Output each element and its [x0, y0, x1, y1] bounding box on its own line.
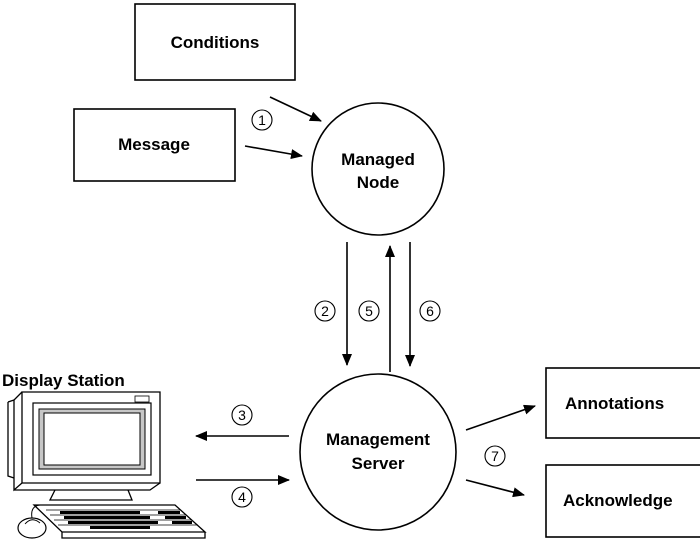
arrow-message-to-node [244, 145, 303, 160]
step-badge-7: 7 [484, 445, 506, 467]
management-server-label-line1: Management [326, 430, 430, 449]
svg-text:1: 1 [258, 112, 266, 128]
svg-text:7: 7 [491, 448, 499, 464]
acknowledge-label: Acknowledge [563, 491, 673, 510]
computer-workstation-icon [7, 391, 207, 539]
step-badge-4: 4 [231, 486, 253, 508]
arrow-conditions-to-node [269, 96, 322, 122]
svg-text:6: 6 [426, 303, 434, 319]
management-server-label-line2: Server [352, 454, 405, 473]
annotations-box: Annotations [545, 367, 700, 439]
display-station-label: Display Station [2, 371, 125, 390]
svg-text:2: 2 [321, 303, 329, 319]
managed-node-label-line2: Node [357, 173, 400, 192]
step-badge-6: 6 [419, 300, 441, 322]
step-badge-5: 5 [358, 300, 380, 322]
step-badge-2: 2 [314, 300, 336, 322]
message-box: Message [73, 108, 236, 182]
annotations-label: Annotations [565, 394, 664, 413]
svg-text:5: 5 [365, 303, 373, 319]
step-badge-1: 1 [251, 109, 273, 131]
step-badge-3: 3 [231, 404, 253, 426]
conditions-box: Conditions [134, 3, 296, 81]
arrow-server-to-annotations [465, 404, 536, 431]
acknowledge-box: Acknowledge [545, 464, 700, 538]
svg-text:4: 4 [238, 489, 246, 505]
svg-text:3: 3 [238, 407, 246, 423]
arrow-server-to-acknowledge [465, 479, 525, 498]
conditions-label: Conditions [171, 33, 260, 52]
message-label: Message [118, 135, 190, 154]
managed-node: Managed Node [311, 102, 445, 236]
management-server: Management Server [299, 373, 457, 531]
managed-node-label-line1: Managed [341, 150, 415, 169]
